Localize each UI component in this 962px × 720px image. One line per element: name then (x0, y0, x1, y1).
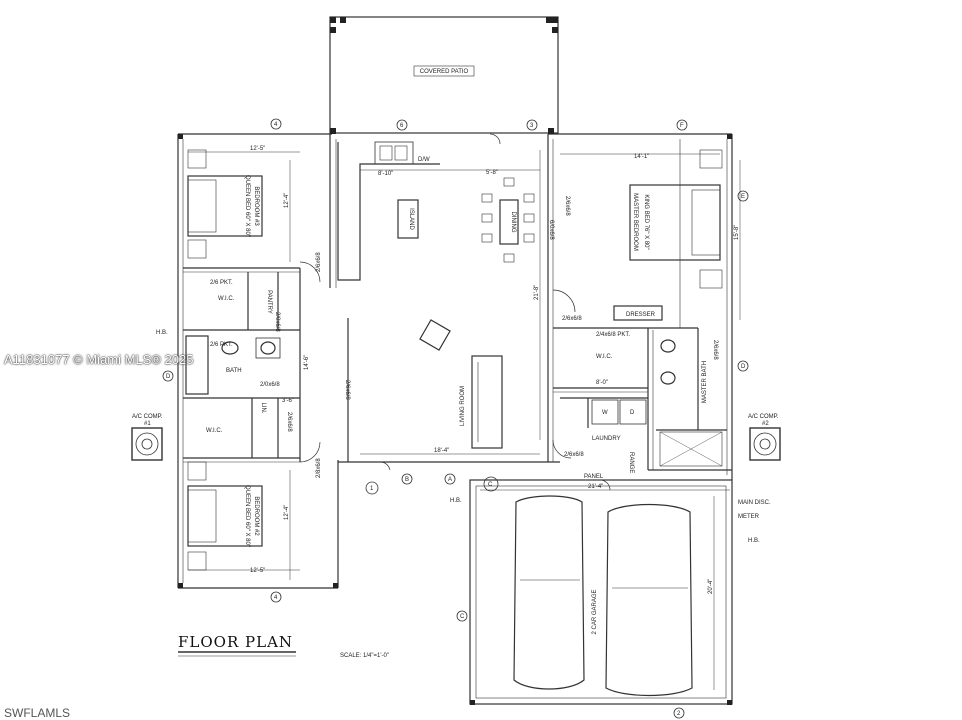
bedroom2-label: BEDROOM #2 (253, 496, 259, 536)
marker-d: D (166, 374, 171, 380)
mls-watermark: A11831077 © Miami MLS® 2025 (4, 352, 194, 367)
washer-label: W (602, 410, 608, 416)
dim-garage-width: 21'-4" (588, 484, 603, 490)
dim-living-depth: 21'-8" (534, 285, 540, 300)
dim-wic-master-width: 8'-0" (596, 380, 608, 386)
garage-outline (469, 479, 733, 705)
panel-label: PANEL (584, 474, 604, 480)
garage-label: 2 CAR GARAGE (592, 589, 598, 634)
dim-hall-a: 14'-6" (304, 355, 310, 370)
dim-b3-width: 12'-5" (250, 146, 265, 152)
door-label-k: 2/6x6/8 (564, 196, 570, 216)
dim-b2-depth: 12'-4" (284, 505, 290, 520)
marker-2: 2 (677, 711, 681, 717)
slider-label: 6/0x6/8 (548, 220, 554, 240)
hose-bib-garage-label: H.B. (450, 498, 462, 504)
hose-bib-right-label: H.B. (748, 538, 760, 544)
covered-patio-label: COVERED PATIO (420, 69, 469, 75)
linen-label: LIN. (260, 402, 266, 413)
bedroom3-label: BEDROOM #3 (253, 186, 259, 226)
marker-3: 3 (530, 123, 534, 129)
floor-plan-title: FLOOR PLAN (178, 633, 293, 651)
wic-master-label: W.I.C. (596, 354, 613, 360)
dim-garage-depth: 20'-4" (708, 579, 714, 594)
master-bed-label: KING BED 76" X 80" (643, 194, 649, 249)
dining-label: DINING (510, 212, 516, 233)
range-label: RANGE (628, 452, 634, 473)
marker-d2: D (741, 364, 746, 370)
marker-e: E (741, 194, 745, 200)
door-label-c: 2/0x6/8 (260, 382, 280, 388)
dim-master-width: 14'-1" (634, 154, 649, 160)
meter-label: METER (738, 514, 760, 520)
door-label-b: 2/6 PKT. (210, 342, 233, 348)
marker-1: 1 (370, 486, 374, 492)
dishwasher-label: D/W (418, 157, 430, 163)
living-room-label: LIVING ROOM (460, 386, 466, 426)
laundry-label: LAUNDRY (592, 436, 621, 442)
door-label-a: 2/6 PKT. (210, 280, 233, 286)
ac-left-number: #1 (144, 421, 151, 427)
bath-label: BATH (226, 368, 242, 374)
marker-f: F (680, 123, 684, 129)
pantry-label: PANTRY (266, 290, 272, 314)
dim-kitchen-a: 8'-10" (378, 171, 393, 177)
ac-right-number: #2 (762, 421, 769, 427)
bedroom2-bed-label: QUEEN BED 60" X 80" (244, 485, 250, 547)
marker-c: C (460, 614, 465, 620)
island-label: ISLAND (408, 208, 414, 230)
dresser-label: DRESSER (626, 312, 656, 318)
main-disconnect-label: MAIN DISC. (738, 500, 771, 506)
dim-kitchen-b: 5'-8" (486, 170, 498, 176)
marker-a: A (448, 477, 452, 483)
marker-c2: C (488, 482, 493, 488)
hose-bib-left-label: H.B. (156, 330, 168, 336)
door-label-l: 2/6x6/8 (712, 340, 718, 360)
car-left-icon (513, 495, 585, 690)
brand-watermark: SWFLAMLS (4, 706, 71, 720)
dim-master-depth: 15'-8" (734, 225, 740, 240)
dim-living-width: 18'-4" (434, 448, 449, 454)
marker-b: B (405, 477, 409, 483)
door-label-i: 2/0x6/8 (274, 312, 280, 332)
ac-right-label: A/C COMP. (748, 414, 779, 420)
wic-left-top-label: W.I.C. (218, 296, 235, 302)
truck-right-icon (605, 503, 693, 697)
door-label-f: 2/6x6/8 (564, 452, 584, 458)
wic-left-bottom-label: W.I.C. (206, 428, 223, 434)
dryer-label: D (630, 410, 635, 416)
ac-left-label: A/C COMP. (132, 414, 163, 420)
marker-4-bottom: 4 (274, 595, 278, 601)
dim-b2-width: 12'-5" (250, 568, 265, 574)
master-bath-label: MASTER BATH (702, 361, 708, 403)
ac-compressor-left-icon (131, 427, 163, 461)
master-bedroom-label: MASTER BEDROOM (632, 193, 638, 251)
door-label-d: 2/6x6/8 (562, 316, 582, 322)
door-label-e: 2/4x6/8 PKT. (596, 332, 630, 338)
scale-label: SCALE: 1/4"=1'-0" (340, 653, 389, 659)
door-label-g: 2/6x6/8 (316, 252, 322, 272)
ac-compressor-right-icon (749, 427, 781, 461)
door-label-j: 2/6x6/8 (286, 412, 292, 432)
bedroom3-bed-label: QUEEN BED 60" X 80" (244, 175, 250, 237)
covered-patio-outline (329, 16, 559, 134)
door-label-h: 2/8x6/8 (316, 458, 322, 478)
door-label-m: 2/6x6/8 (344, 380, 350, 400)
dim-hall-b: 3'-6" (282, 398, 294, 404)
marker-4-top: 4 (274, 122, 278, 128)
marker-6: 6 (400, 123, 404, 129)
dim-b3-depth: 12'-4" (284, 193, 290, 208)
